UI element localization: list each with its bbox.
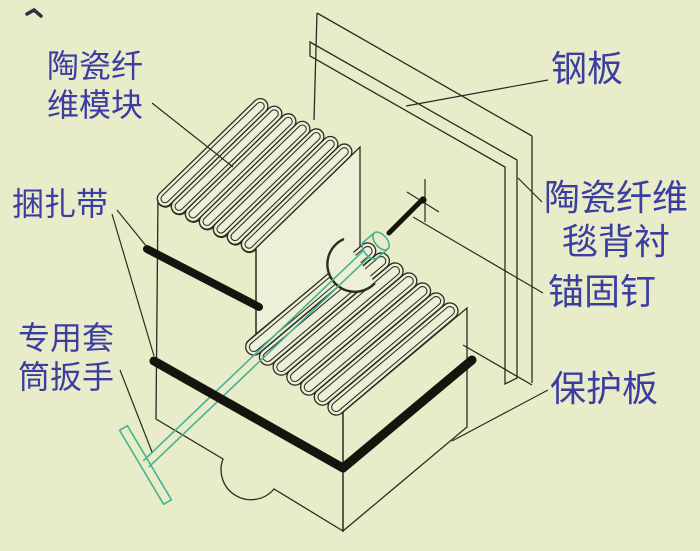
blanket-backing-strip	[309, 40, 518, 386]
wrench-t-handle	[118, 424, 173, 506]
leader-steel-plate	[405, 79, 549, 107]
label-line: 锚固钉	[548, 272, 657, 312]
leader-anchor-nail	[412, 216, 544, 294]
socket-wrench	[118, 231, 390, 506]
upper-module	[155, 98, 361, 533]
label-ceramic-fiber-module: 陶瓷纤 维模块	[30, 47, 160, 125]
leader-binding-strap-1	[116, 209, 148, 248]
wrench-shaft	[142, 250, 364, 462]
binding-strap-1	[143, 245, 263, 311]
label-line: 捆扎带	[12, 186, 109, 222]
binding-strap-2	[149, 355, 477, 473]
leader-ceramic-fiber-module	[151, 102, 234, 168]
upper-module-tubes	[156, 98, 353, 253]
leader-protection-plate	[451, 389, 549, 442]
anchor-nail	[386, 179, 440, 236]
leader-socket-wrench	[119, 369, 153, 453]
label-line: 陶瓷纤	[46, 48, 143, 84]
wrench-shaft	[148, 256, 370, 468]
leader-lines	[111, 79, 549, 453]
leader-binding-strap-2	[111, 213, 155, 357]
label-socket-wrench: 专用套 筒扳手	[10, 319, 122, 397]
label-line: 保护板	[550, 369, 659, 409]
steel-plate	[313, 12, 533, 386]
label-line: 陶瓷纤维	[543, 178, 688, 218]
binding-straps	[143, 245, 477, 473]
print-artifact	[25, 7, 43, 18]
label-line: 维模块	[46, 87, 143, 124]
label-protection-plate: 保护板	[550, 368, 658, 412]
protection-plate-face	[342, 306, 468, 533]
label-line: 筒扳手	[17, 359, 114, 396]
label-line: 专用套	[17, 320, 114, 356]
label-line: 钢板	[551, 49, 624, 89]
label-steel-plate: 钢板	[551, 48, 623, 92]
leader-blanket-backing	[517, 177, 543, 203]
lower-module	[245, 237, 468, 533]
label-blanket-backing: 陶瓷纤维 毯背衬	[540, 177, 692, 265]
label-line: 毯背衬	[561, 221, 670, 262]
label-binding-strap: 捆扎带	[12, 185, 108, 224]
label-anchor-nail: 锚固钉	[548, 271, 656, 315]
